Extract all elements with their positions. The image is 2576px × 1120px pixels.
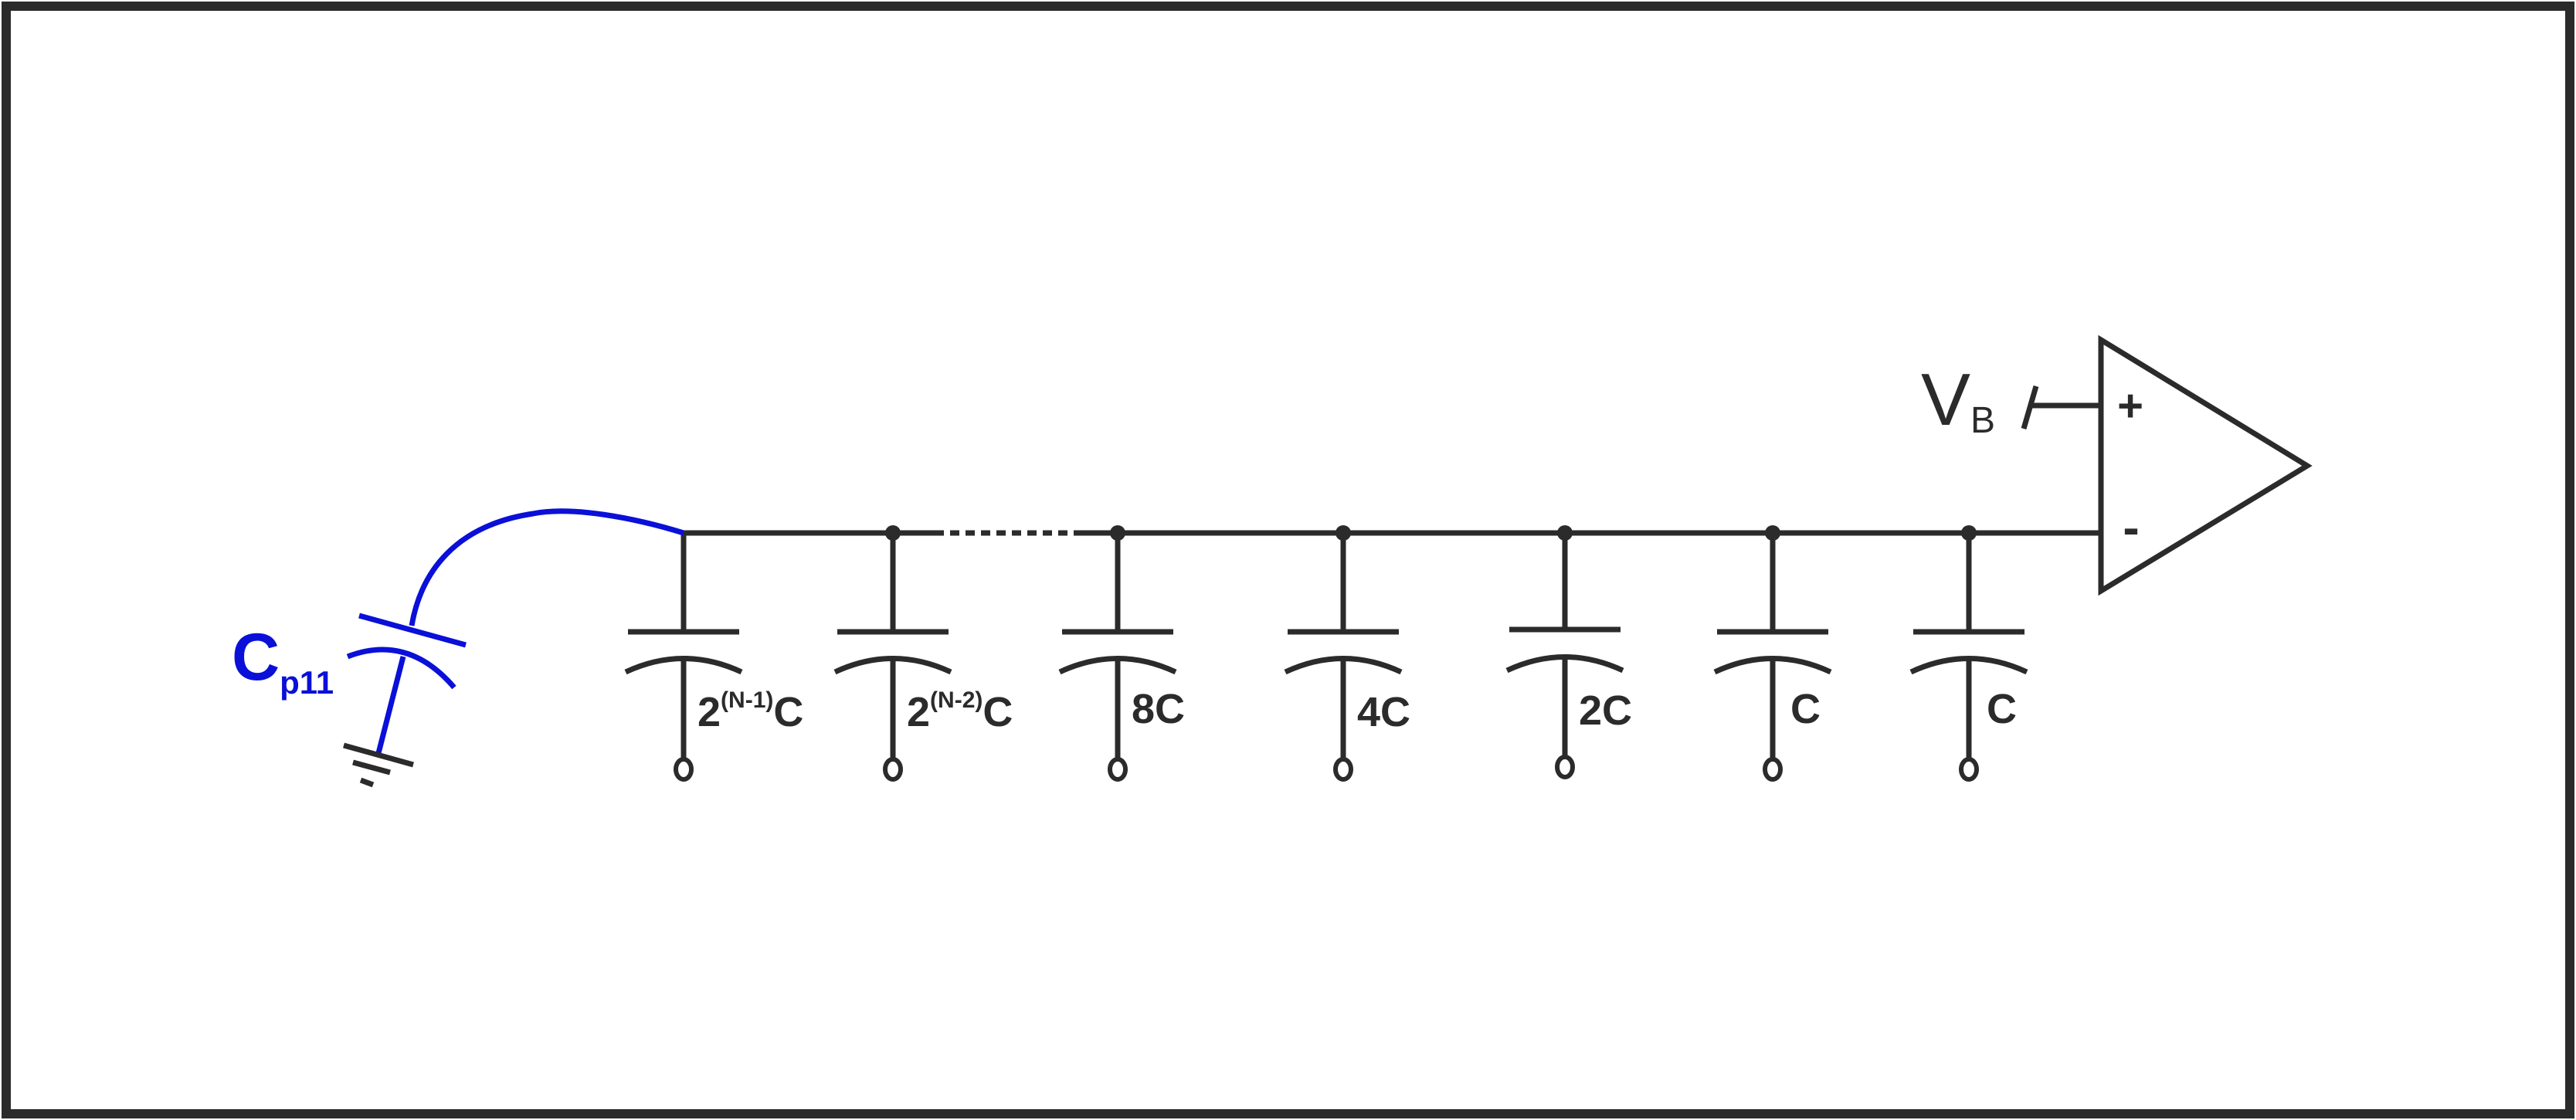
capacitor-label-unit: C [773, 689, 803, 735]
capacitor-label: 4C [1357, 689, 1410, 735]
capacitor-label-exponent: (N-1) [721, 687, 773, 713]
capacitor-label: 2 [697, 689, 721, 735]
capacitor-label: C [1790, 686, 1821, 732]
capacitor-msb-minus-1: 2(N-2)C [833, 533, 1013, 782]
capacitor-label: 2C [1579, 687, 1632, 734]
svg-text:Cp11: Cp11 [232, 620, 334, 701]
capacitor-label: 2 [907, 689, 930, 735]
svg-text:C: C [1790, 686, 1821, 732]
capacitor-msb: 2(N-1)C [624, 533, 803, 782]
capacitor-label-exponent: (N-2) [930, 687, 983, 713]
bias-voltage-label: V [1921, 358, 1970, 441]
parasitic-capacitor: Cp11 [232, 508, 685, 754]
inverting-input-sign: - [2123, 500, 2139, 555]
svg-text:2(N-1)C: 2(N-1)C [697, 687, 803, 735]
parasitic-label-subscript: p11 [280, 664, 334, 701]
bias-voltage-input: VB [1921, 358, 2101, 441]
svg-text:VB: VB [1921, 358, 1995, 441]
svg-text:C: C [1987, 686, 2017, 732]
svg-text:8C: 8C [1132, 686, 1185, 732]
svg-text:2(N-2)C: 2(N-2)C [907, 687, 1013, 735]
comparator: + - [2098, 334, 2313, 596]
capacitor-label: C [1987, 686, 2017, 732]
capacitor-2c: 2C [1505, 533, 1632, 779]
capacitor-8c: 8C [1058, 533, 1185, 782]
capacitor-label-unit: C [983, 689, 1013, 735]
ground-icon [343, 742, 414, 788]
capacitor-label: 8C [1132, 686, 1185, 732]
capacitor-c-1: C [1713, 533, 1832, 782]
parasitic-label: C [232, 620, 280, 694]
svg-text:2C: 2C [1579, 687, 1632, 734]
junction-dots [885, 525, 1977, 541]
capacitor-4c: 4C [1284, 533, 1410, 782]
capacitor-c-2: C [1909, 533, 2028, 782]
svg-text:4C: 4C [1357, 689, 1410, 735]
non-inverting-input-sign: + [2117, 381, 2143, 431]
bias-voltage-subscript: B [1970, 400, 1995, 441]
